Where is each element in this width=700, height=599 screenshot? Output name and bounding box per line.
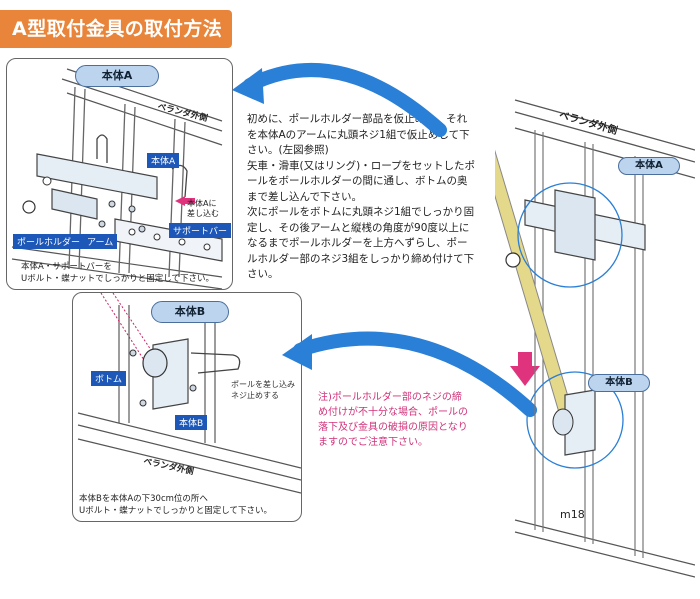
- panel-b-caption-2: Uボルト・蝶ナットでしっかりと固定して下さい。: [79, 506, 272, 516]
- panel-body-b: 本体B ボトム 本体B ポールを差し込み ネジ止めする ベランダ外側 本体Bを本…: [72, 292, 302, 522]
- tag-arm: アーム: [83, 234, 118, 249]
- tag-body-b: 本体B: [175, 415, 208, 430]
- panel-a-caption-1: 本体A・サポートバーを: [21, 262, 112, 272]
- right-badge-body-b: 本体B: [588, 374, 650, 392]
- panel-b-illustration: [77, 293, 301, 494]
- tag-body-a: 本体A: [147, 153, 180, 168]
- panel-a-illustration: [11, 68, 223, 289]
- tag-bottom: ボトム: [91, 371, 127, 386]
- page-title: A型取付金具の取付方法: [0, 10, 232, 48]
- panel-a-caption-2: Uボルト・蝶ナットでしっかりと固定して下さい。: [21, 274, 214, 284]
- instruction-text: 初めに、ポールホルダー部品を仮止めし、それを本体Aのアームに丸頭ネジ1組で仮止め…: [247, 113, 476, 280]
- caution-note: 注)ポールホルダー部のネジの締め付けが不十分な場合、ポールの落下及び金具の破損の…: [318, 392, 468, 448]
- badge-body-a: 本体A: [75, 65, 159, 87]
- stop-note-1: ポールを差し込み: [231, 380, 295, 389]
- tag-pole-holder: ポールホルダー: [13, 234, 85, 249]
- stop-note-2: ネジ止めする: [231, 391, 279, 400]
- right-m18-label: m18: [560, 508, 585, 521]
- right-badge-body-a: 本体A: [618, 157, 680, 175]
- panel-b-caption-1: 本体Bを本体Aの下30cm位の所へ: [79, 494, 208, 504]
- right-illustration: [495, 99, 695, 578]
- arrow-head-a: [232, 68, 264, 104]
- badge-body-b: 本体B: [151, 301, 229, 323]
- tag-support-bar: サポートバー: [169, 223, 232, 238]
- tag-insert: 本体Aに 差し込む: [187, 199, 219, 218]
- panel-body-a: 本体A ベランダ外側 本体A 本体Aに 差し込む サポートバー ポールホルダー …: [6, 58, 233, 290]
